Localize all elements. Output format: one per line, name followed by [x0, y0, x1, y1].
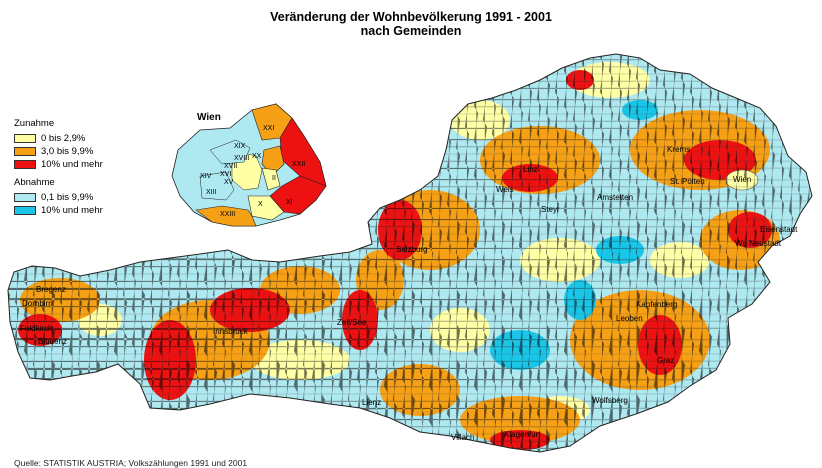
city-label-innsbruck: Innsbruck: [213, 327, 249, 336]
district-xxii-area: [279, 117, 327, 187]
district-xiii-area: [199, 171, 235, 201]
legend-item-decrease-high: 10% und mehr: [14, 204, 103, 216]
legend-item-increase-low: 0 bis 2,9%: [14, 132, 103, 144]
wien-inset-title: Wien: [197, 112, 221, 123]
legend: Zunahme 0 bis 2,9% 3,0 bis 9,9% 10% und …: [14, 118, 103, 217]
district-label-xvii: XVII: [224, 163, 237, 170]
district-xxiii-area: [195, 205, 257, 227]
city-label-steyr: Steyr: [541, 205, 560, 214]
title-line-2: nach Gemeinden: [360, 24, 462, 38]
district-ii-area: [261, 167, 281, 191]
legend-swatch: [14, 192, 36, 202]
legend-item-increase-mid: 3,0 bis 9,9%: [14, 145, 103, 157]
legend-swatch: [14, 133, 36, 143]
city-label-bregenz: Bregenz: [36, 285, 66, 294]
city-label-wr-neustadt: Wr. Neustadt: [735, 239, 782, 248]
legend-label: 0 bis 2,9%: [41, 132, 86, 144]
district-label-xvi: XVI: [220, 171, 231, 178]
city-label-st-poelten: St. Pölten: [670, 177, 705, 186]
city-label-linz: Linz: [523, 165, 538, 174]
district-label-xxiii: XXIII: [220, 211, 235, 218]
district-xi-area: [269, 175, 327, 215]
legend-heading-decrease: Abnahme: [14, 177, 55, 188]
district-label-xi: XI: [286, 199, 293, 206]
city-label-bludenz: Bludenz: [38, 337, 67, 346]
title-line-1: Veränderung der Wohnbevölkerung 1991 - 2…: [270, 10, 552, 24]
city-label-leoben: Leoben: [616, 314, 643, 323]
city-label-dornbirn: Dornbirn: [22, 299, 53, 308]
city-label-zell-see: Zell/See: [337, 318, 367, 327]
district-label-xxi: XXI: [263, 125, 274, 132]
city-label-salzburg: Salzburg: [396, 245, 428, 254]
city-label-wels: Wels: [496, 185, 514, 194]
district-label-ii: II: [272, 175, 276, 182]
city-label-lienz: Lienz: [362, 398, 381, 407]
legend-label: 10% und mehr: [41, 204, 103, 216]
legend-label: 10% und mehr: [41, 158, 103, 170]
district-label-xix: XIX: [234, 143, 246, 150]
legend-swatch: [14, 205, 36, 215]
wien-inset: Wien XXI XIX XX XXII XVIII XVII XVI XIV …: [171, 103, 327, 227]
district-label-x: X: [258, 201, 263, 208]
city-labels: Krems Linz Wels St. Pölten Wien Amstette…: [20, 145, 798, 442]
city-label-krems: Krems: [667, 145, 690, 154]
city-label-klagenfurt: Klagenfurt: [504, 430, 541, 439]
legend-item-decrease-low: 0,1 bis 9,9%: [14, 191, 103, 203]
city-label-wolfsberg: Wolfsberg: [592, 396, 628, 405]
district-label-xiii: XIII: [206, 189, 217, 196]
legend-swatch: [14, 146, 36, 156]
city-label-kapfenberg: Kapfenberg: [636, 300, 677, 309]
city-label-wien: Wien: [733, 175, 751, 184]
district-label-xiv: XIV: [200, 173, 212, 180]
city-label-villach: Villach: [451, 433, 474, 442]
source-note: Quelle: STATISTIK AUSTRIA; Volkszählunge…: [14, 458, 248, 468]
district-label-xx: XX: [252, 153, 262, 160]
legend-label: 3,0 bis 9,9%: [41, 145, 94, 157]
map-title: Veränderung der Wohnbevölkerung 1991 - 2…: [0, 10, 822, 38]
district-label-xxii: XXII: [292, 161, 305, 168]
city-label-eisenstadt: Eisenstadt: [760, 225, 798, 234]
district-label-xviii: XVIII: [234, 155, 249, 162]
city-label-feldkirch: Feldkirch: [20, 324, 52, 333]
city-label-amstetten: Amstetten: [597, 193, 633, 202]
district-label-xv: XV: [224, 179, 234, 186]
legend-swatch: [14, 159, 36, 169]
district-x-area: [247, 195, 285, 221]
legend-heading-increase: Zunahme: [14, 118, 55, 129]
legend-label: 0,1 bis 9,9%: [41, 191, 94, 203]
legend-item-increase-high: 10% und mehr: [14, 158, 103, 170]
city-label-graz: Graz: [657, 356, 674, 365]
district-xix-area: [209, 139, 251, 165]
